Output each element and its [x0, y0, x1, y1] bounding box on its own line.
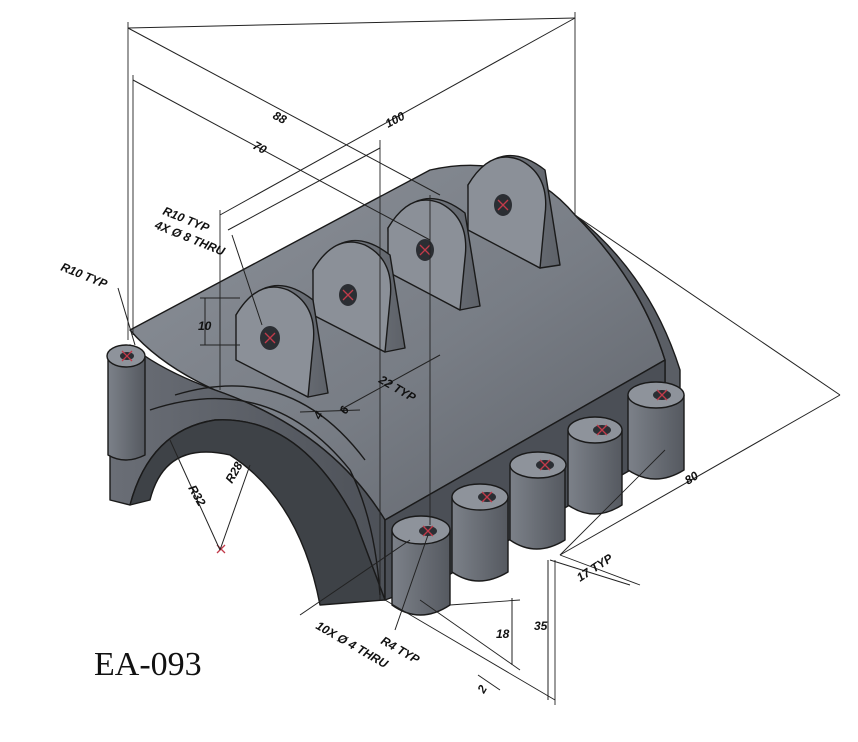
foot-3 — [509, 451, 567, 550]
dim-left-radius: R10 TYP — [59, 260, 110, 292]
dim-10: 10 — [198, 319, 212, 333]
lug-1 — [235, 285, 329, 398]
drawing-title: EA-093 — [94, 646, 202, 683]
lug-4 — [467, 155, 561, 269]
arch-rim-inner — [174, 385, 366, 461]
dim-18: 18 — [496, 627, 510, 641]
dim-35: 35 — [534, 619, 548, 633]
dim-r32: R32 — [185, 483, 208, 509]
dim-88: 88 — [271, 108, 290, 127]
arch-rim-outer — [149, 397, 381, 596]
dim-100: 100 — [383, 109, 408, 131]
lug-2 — [312, 240, 406, 353]
dim-80: 80 — [682, 468, 701, 487]
foot-2 — [451, 483, 509, 582]
dim-2: 2 — [474, 682, 490, 696]
foot-1 — [391, 515, 451, 616]
hole-center-marks — [121, 199, 668, 554]
foot-5 — [627, 381, 685, 480]
dim-70: 70 — [251, 138, 270, 157]
dimension-lines — [117, 12, 841, 705]
dim-17-typ: 17 TYP — [574, 550, 616, 584]
foot-left — [106, 344, 146, 461]
feet — [106, 344, 685, 616]
foot-4 — [567, 416, 623, 515]
